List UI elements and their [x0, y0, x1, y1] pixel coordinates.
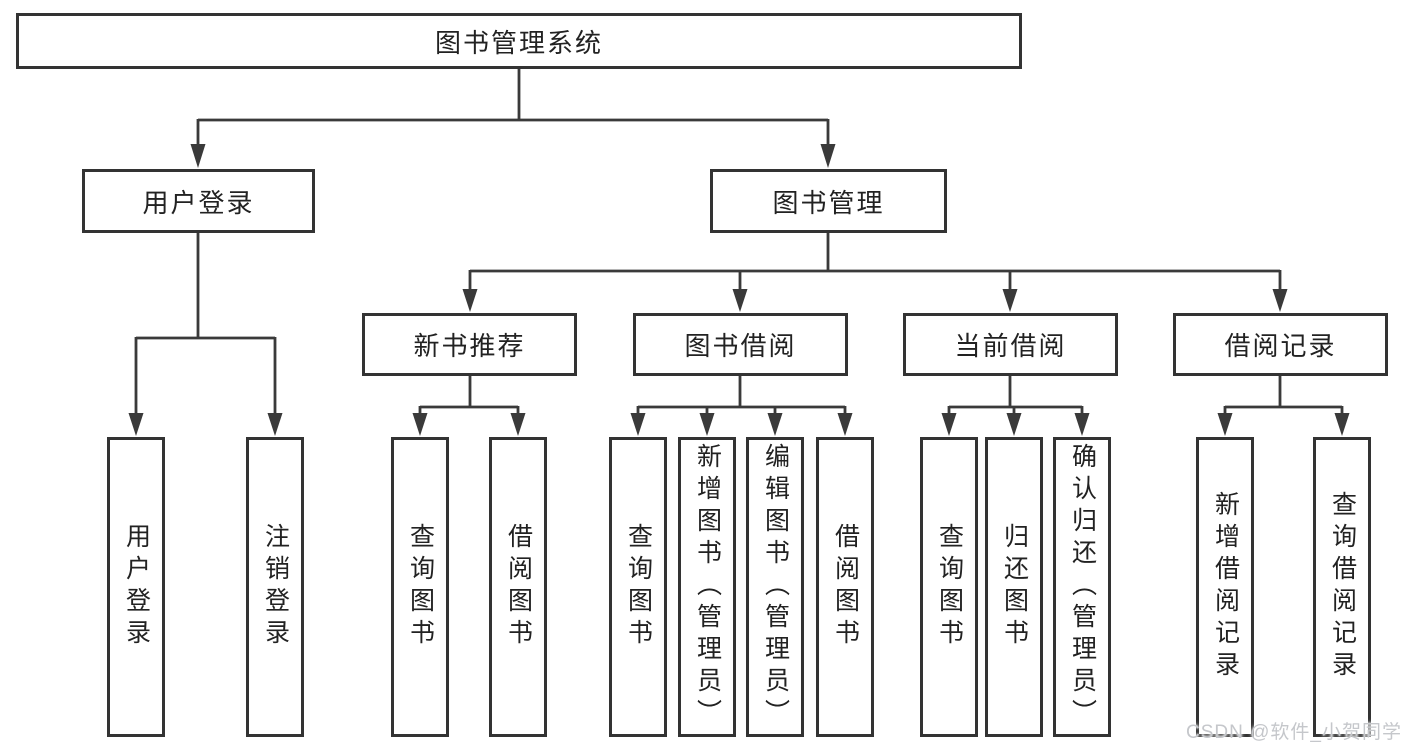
node-book-management: 图书管理 [710, 169, 947, 233]
arrow-down-icon [699, 413, 715, 436]
connector-newrec-branch [418, 376, 520, 418]
leaf-records-add-record: 新增借阅记录 [1196, 437, 1254, 737]
node-user-login-label: 用户登录 [142, 187, 255, 218]
connector-root [196, 68, 830, 148]
arrow-down-icon [1002, 289, 1018, 312]
arrow-down-icon [767, 413, 783, 436]
leaf-current-confirm-return-admin: 确认归还（管理员） [1053, 437, 1111, 737]
leaf-records-query-record-label: 查询借阅记录 [1328, 491, 1357, 683]
leaf-borrow-edit-books-admin: 编辑图书（管理员） [746, 437, 804, 737]
arrow-down-icon [128, 413, 144, 436]
node-borrowing-records: 借阅记录 [1173, 313, 1388, 376]
arrowheads [128, 144, 1350, 436]
node-book-management-label: 图书管理 [772, 187, 885, 218]
leaf-newrec-query-books: 查询图书 [391, 437, 449, 737]
node-borrowing-records-label: 借阅记录 [1224, 331, 1337, 361]
node-current-borrowing: 当前借阅 [903, 313, 1118, 376]
leaf-borrow-query-books-label: 查询图书 [624, 523, 653, 651]
node-new-book-recommend-label: 新书推荐 [413, 331, 526, 361]
arrow-down-icon [267, 413, 283, 436]
node-new-book-recommend: 新书推荐 [362, 313, 577, 376]
arrow-down-icon [1006, 413, 1022, 436]
arrow-down-icon [510, 413, 526, 436]
leaf-borrow-edit-books-admin-label: 编辑图书（管理员） [761, 443, 790, 731]
arrow-down-icon [837, 413, 853, 436]
leaf-current-return-books: 归还图书 [985, 437, 1043, 737]
leaf-user-login-label: 用户登录 [122, 523, 151, 651]
connector-mgmt-branch [468, 233, 1282, 292]
watermark: CSDN @软件_小贺同学 [1186, 722, 1402, 743]
connector-borrow-branch [636, 376, 847, 418]
leaf-current-query-books: 查询图书 [920, 437, 978, 737]
arrow-down-icon [412, 413, 428, 436]
connector-user-branch [134, 233, 277, 416]
node-book-borrowing: 图书借阅 [633, 313, 848, 376]
leaf-borrow-add-books-admin: 新增图书（管理员） [678, 437, 736, 737]
node-book-borrowing-label: 图书借阅 [684, 331, 797, 361]
node-root: 图书管理系统 [16, 13, 1022, 69]
arrow-down-icon [630, 413, 646, 436]
arrow-down-icon [732, 289, 748, 312]
leaf-newrec-query-books-label: 查询图书 [406, 523, 435, 651]
leaf-logout: 注销登录 [246, 437, 304, 737]
connector-current-branch [947, 376, 1084, 418]
leaf-newrec-borrow-books-label: 借阅图书 [504, 523, 533, 651]
leaf-borrow-query-books: 查询图书 [609, 437, 667, 737]
node-current-borrowing-label: 当前借阅 [954, 331, 1067, 361]
node-root-label: 图书管理系统 [434, 27, 603, 58]
arrow-down-icon [1074, 413, 1090, 436]
arrow-down-icon [1334, 413, 1350, 436]
leaf-borrow-borrow-books: 借阅图书 [816, 437, 874, 737]
arrow-down-icon [1217, 413, 1233, 436]
leaf-user-login: 用户登录 [107, 437, 165, 737]
leaf-newrec-borrow-books: 借阅图书 [489, 437, 547, 737]
arrow-down-icon [1272, 289, 1288, 312]
arrow-down-icon [190, 144, 206, 168]
connector-records-branch [1223, 376, 1344, 418]
leaf-current-query-books-label: 查询图书 [935, 523, 964, 651]
leaf-borrow-add-books-admin-label: 新增图书（管理员） [693, 443, 722, 731]
arrow-down-icon [462, 289, 478, 312]
leaf-borrow-borrow-books-label: 借阅图书 [831, 523, 860, 651]
leaf-records-add-record-label: 新增借阅记录 [1211, 491, 1240, 683]
arrow-down-icon [820, 144, 836, 168]
leaf-current-return-books-label: 归还图书 [1000, 523, 1029, 651]
leaf-records-query-record: 查询借阅记录 [1313, 437, 1371, 737]
node-user-login: 用户登录 [82, 169, 315, 233]
arrow-down-icon [941, 413, 957, 436]
leaf-logout-label: 注销登录 [261, 523, 290, 651]
leaf-current-confirm-return-admin-label: 确认归还（管理员） [1068, 443, 1097, 731]
